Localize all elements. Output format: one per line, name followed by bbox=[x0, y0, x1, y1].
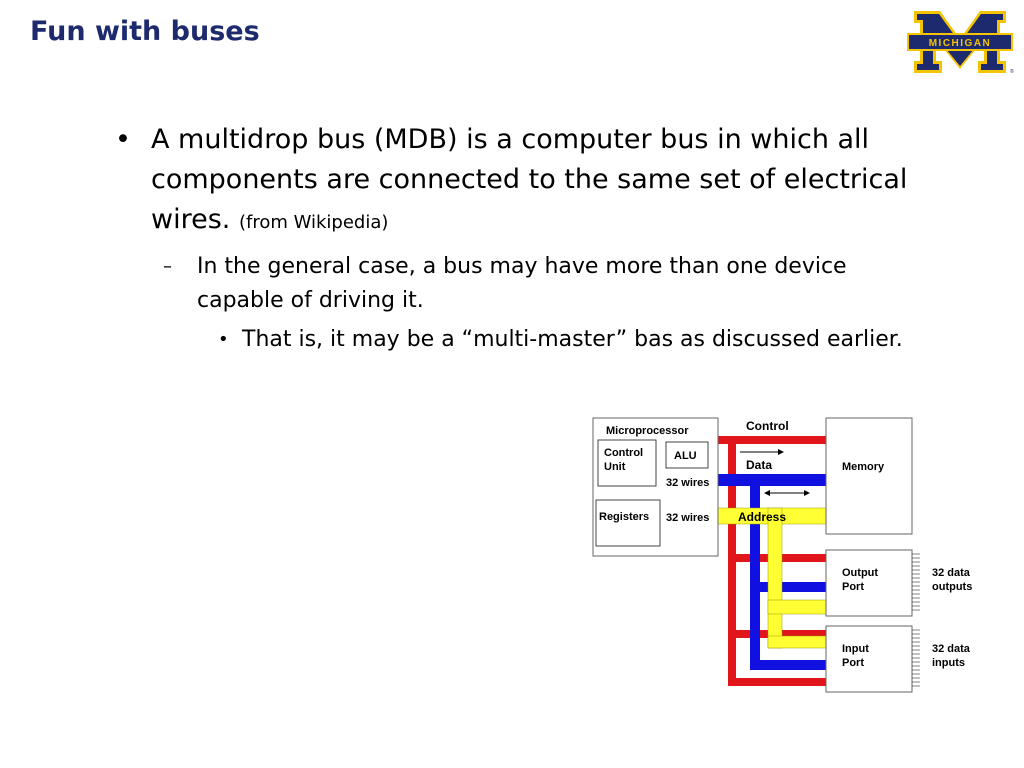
bullet-level-3: • That is, it may be a “multi-master” ba… bbox=[218, 323, 942, 357]
svg-text:ALU: ALU bbox=[674, 450, 697, 462]
bullet-text: That is, it may be a “multi-master” bas … bbox=[242, 327, 903, 352]
svg-text:Control: Control bbox=[746, 419, 789, 433]
michigan-logo: MICHIGAN ® bbox=[907, 11, 1014, 75]
svg-text:32 data: 32 data bbox=[932, 567, 971, 579]
address-bus bbox=[717, 507, 827, 649]
data-bus bbox=[718, 474, 826, 670]
svg-text:Address: Address bbox=[738, 510, 786, 524]
slide-title: Fun with buses bbox=[30, 16, 260, 47]
svg-text:Unit: Unit bbox=[604, 461, 626, 473]
svg-text:Port: Port bbox=[842, 581, 864, 593]
svg-text:32 data: 32 data bbox=[932, 643, 971, 655]
svg-text:®: ® bbox=[1010, 68, 1014, 75]
svg-text:MICHIGAN: MICHIGAN bbox=[929, 38, 992, 49]
svg-text:Data: Data bbox=[746, 458, 772, 472]
svg-text:32 wires: 32 wires bbox=[666, 512, 709, 524]
bullet-dash-icon: – bbox=[163, 256, 172, 277]
svg-text:inputs: inputs bbox=[932, 657, 965, 669]
bullet-text: In the general case, a bus may have more… bbox=[197, 254, 847, 313]
bullet-level-2: – In the general case, a bus may have mo… bbox=[163, 250, 897, 318]
bullet-text: A multidrop bus (MDB) is a computer bus … bbox=[151, 124, 908, 235]
svg-text:outputs: outputs bbox=[932, 581, 972, 593]
svg-text:Input: Input bbox=[842, 643, 869, 655]
svg-text:Memory: Memory bbox=[842, 461, 885, 473]
bullet-dot-icon: • bbox=[218, 329, 229, 350]
bullet-source: (from Wikipedia) bbox=[238, 212, 389, 233]
bus-diagram: Microprocessor Control Unit ALU 32 wires… bbox=[592, 417, 972, 693]
svg-text:Output: Output bbox=[842, 567, 878, 579]
bullet-dot-icon: • bbox=[115, 124, 131, 155]
bullet-level-1: • A multidrop bus (MDB) is a computer bu… bbox=[115, 120, 931, 243]
svg-text:Control: Control bbox=[604, 447, 643, 459]
svg-text:32 wires: 32 wires bbox=[666, 477, 709, 489]
svg-text:Microprocessor: Microprocessor bbox=[606, 425, 689, 437]
svg-text:Port: Port bbox=[842, 657, 864, 669]
svg-text:Registers: Registers bbox=[599, 511, 649, 523]
